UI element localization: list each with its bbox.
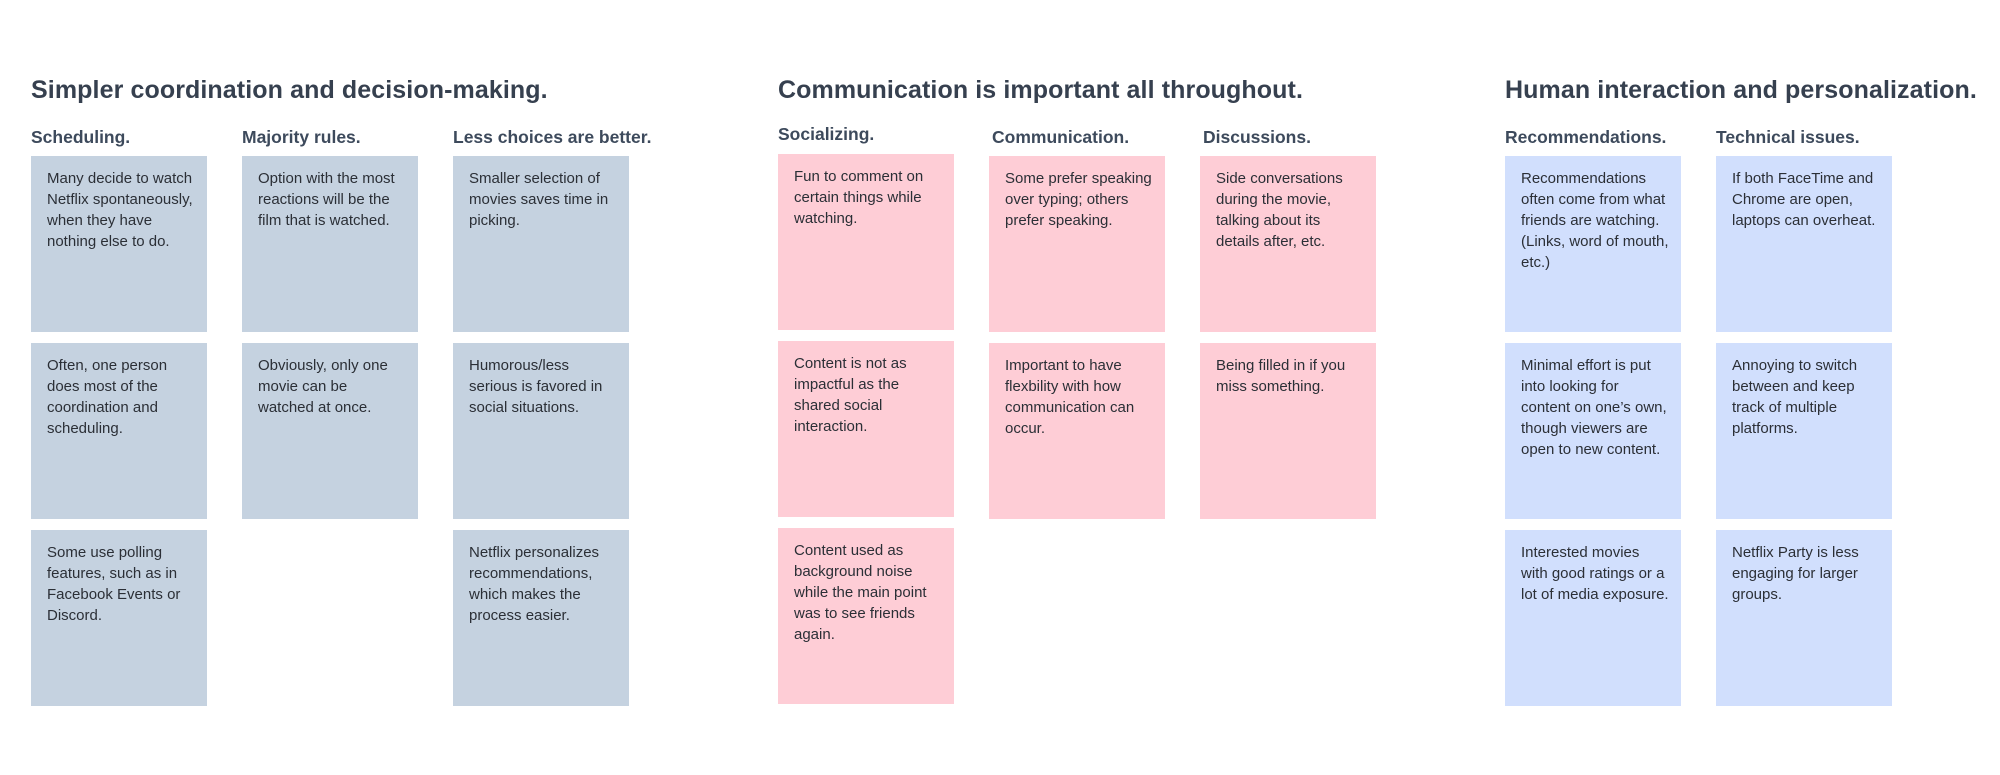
sticky-note[interactable]: Some use polling features, such as in Fa… bbox=[31, 530, 207, 706]
group-title: Simpler coordination and decision-making… bbox=[31, 76, 548, 104]
sticky-note[interactable]: Smaller selection of movies saves time i… bbox=[453, 156, 629, 332]
sticky-note[interactable]: Option with the most reactions will be t… bbox=[242, 156, 418, 332]
group-title: Communication is important all throughou… bbox=[778, 76, 1304, 104]
column-label: Scheduling. bbox=[31, 127, 131, 147]
sticky-note[interactable]: Netflix Party is less engaging for large… bbox=[1716, 530, 1892, 706]
sticky-note[interactable]: Interested movies with good ratings or a… bbox=[1505, 530, 1681, 706]
sticky-note[interactable]: Netflix personalizes recommendations, wh… bbox=[453, 530, 629, 706]
sticky-note[interactable]: Recommendations often come from what fri… bbox=[1505, 156, 1681, 332]
column-label: Discussions. bbox=[1203, 127, 1311, 147]
column-label: Socializing. bbox=[778, 124, 875, 144]
sticky-note[interactable]: Important to have flexbility with how co… bbox=[989, 343, 1165, 519]
sticky-note[interactable]: If both FaceTime and Chrome are open, la… bbox=[1716, 156, 1892, 332]
sticky-note[interactable]: Often, one person does most of the coord… bbox=[31, 343, 207, 519]
column-label: Less choices are better. bbox=[453, 127, 652, 147]
sticky-note[interactable]: Side conversations during the movie, tal… bbox=[1200, 156, 1376, 332]
sticky-note[interactable]: Being filled in if you miss something. bbox=[1200, 343, 1376, 519]
sticky-note[interactable]: Humorous/less serious is favored in soci… bbox=[453, 343, 629, 519]
sticky-note[interactable]: Annoying to switch between and keep trac… bbox=[1716, 343, 1892, 519]
column-label: Recommendations. bbox=[1505, 127, 1667, 147]
sticky-note[interactable]: Content used as background noise while t… bbox=[778, 528, 954, 704]
sticky-note[interactable]: Content is not as impactful as the share… bbox=[778, 341, 954, 517]
column-label: Majority rules. bbox=[242, 127, 361, 147]
sticky-note[interactable]: Minimal effort is put into looking for c… bbox=[1505, 343, 1681, 519]
group-title: Human interaction and personalization. bbox=[1505, 76, 1977, 104]
column-label: Technical issues. bbox=[1716, 127, 1860, 147]
column-label: Communication. bbox=[992, 127, 1130, 147]
sticky-note[interactable]: Many decide to watch Netflix spontaneous… bbox=[31, 156, 207, 332]
sticky-note[interactable]: Some prefer speaking over typing; others… bbox=[989, 156, 1165, 332]
sticky-note[interactable]: Obviously, only one movie can be watched… bbox=[242, 343, 418, 519]
sticky-note[interactable]: Fun to comment on certain things while w… bbox=[778, 154, 954, 330]
